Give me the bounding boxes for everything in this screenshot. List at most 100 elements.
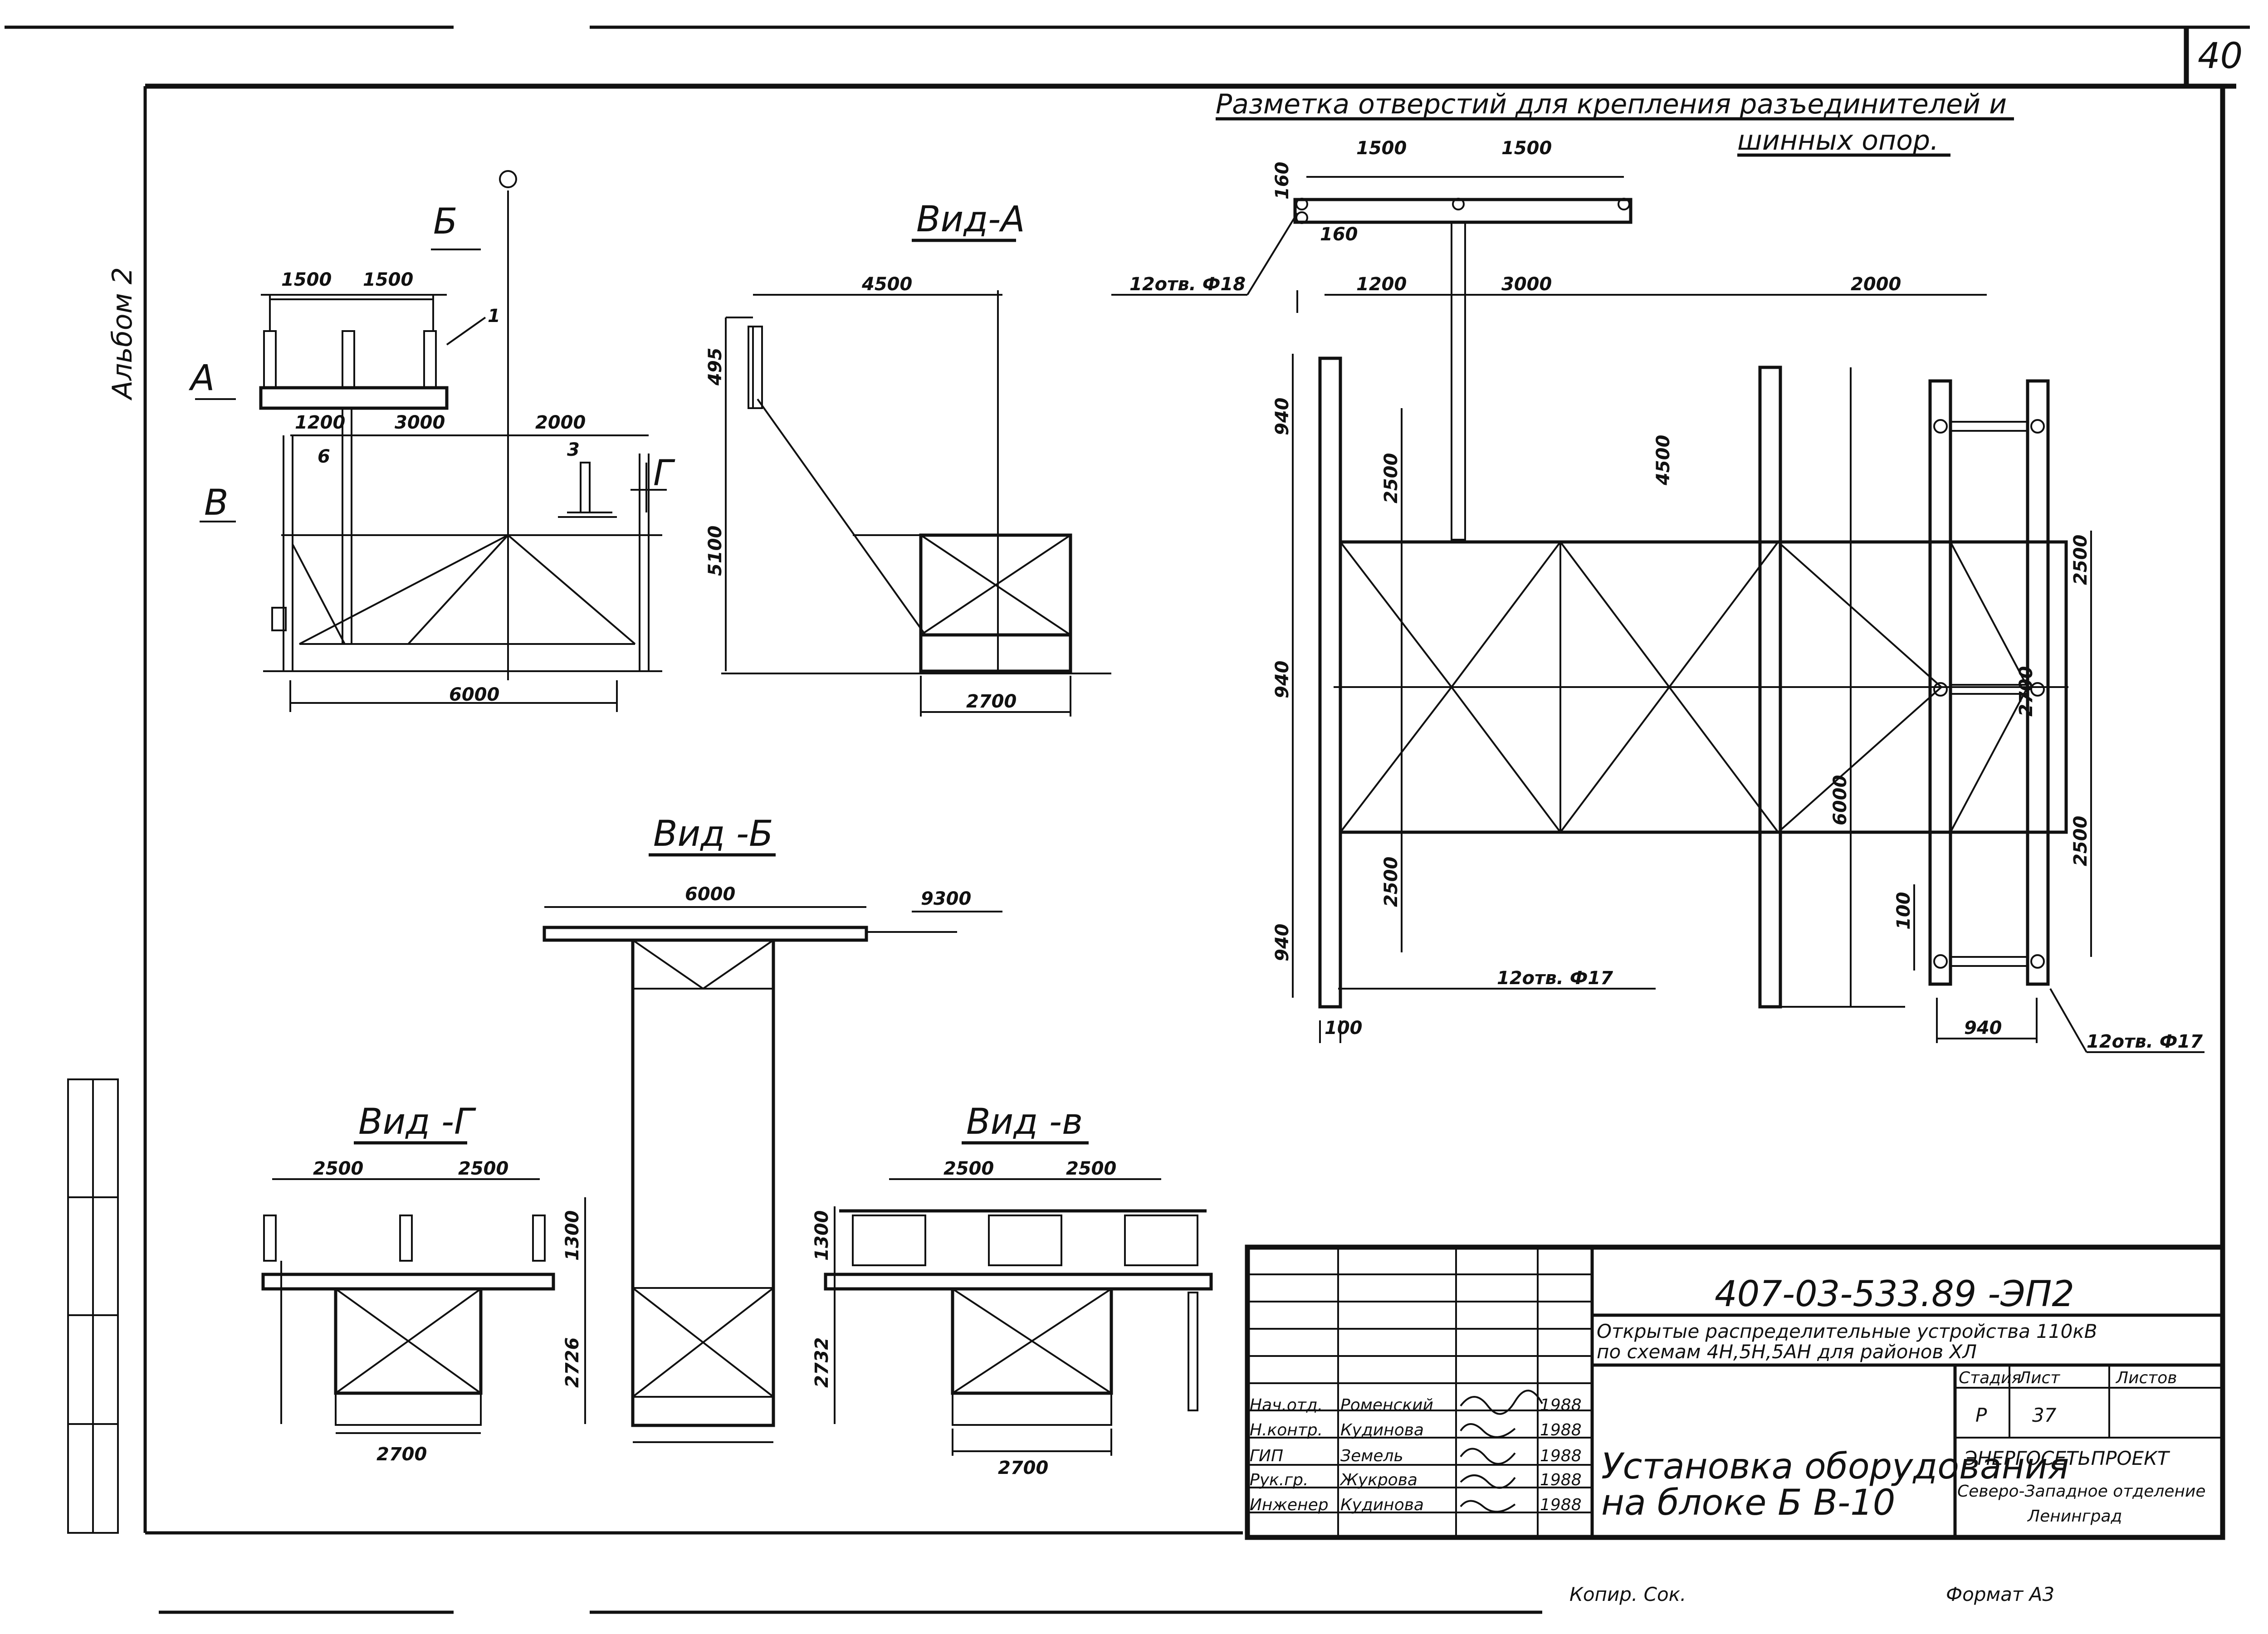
view-v-dim-2700: 2700 [998, 1458, 1048, 1478]
signer-date: 1988 [1540, 1496, 1582, 1514]
stage-value: Р [1975, 1404, 1987, 1426]
holes-dim-160a: 160 [1272, 162, 1293, 200]
side-label: Альбом 2 [107, 267, 138, 401]
sheet-header: Лист [2018, 1369, 2060, 1387]
holes-dim-100a: 100 [1893, 892, 1914, 930]
plan-dim-1500b: 1500 [363, 269, 413, 290]
holes-drawing [1111, 176, 2204, 1053]
holes-dim-2700: 2700 [2016, 666, 2037, 717]
holes-label-17b: 12отв. Ф17 [2087, 1031, 2203, 1052]
view-b-dim-6000: 6000 [685, 884, 735, 905]
holes-dim-940a: 940 [1272, 398, 1293, 436]
holes-dim-2000: 2000 [1851, 274, 1901, 295]
holes-label-17a: 12отв. Ф17 [1497, 968, 1613, 989]
holes-label-18: 12отв. Ф18 [1129, 274, 1246, 295]
view-g-drawing [261, 1178, 586, 1434]
holes-dim-940b: 940 [1272, 661, 1293, 699]
view-v-title: Вид -в [966, 1102, 1083, 1142]
org-line3: Ленинград [2027, 1507, 2122, 1526]
plan-dim-1500a: 1500 [281, 269, 332, 290]
view-a-title: Вид-А [916, 199, 1025, 240]
main-title-line1: Разметка отверстий для крепления разъеди… [1216, 88, 2007, 120]
doc-desc-line2: по схемам 4Н,5Н,5АН для районов ХЛ [1597, 1341, 1977, 1363]
plan-label-1: 1 [488, 306, 500, 327]
sheets-header: Листов [2115, 1369, 2177, 1387]
view-a-dim-2700: 2700 [966, 691, 1017, 712]
view-b-level-9300: 9300 [921, 888, 971, 909]
doc-desc-line1: Открытые распределительные устройства 11… [1597, 1320, 2097, 1342]
holes-dim-940c: 940 [1272, 924, 1293, 962]
holes-dim-2500c: 2500 [2070, 535, 2091, 585]
sheet-frame [5, 25, 2250, 1614]
holes-dim-6000: 6000 [1830, 775, 1851, 825]
plan-dim-3000: 3000 [395, 412, 445, 433]
plan-view [195, 170, 667, 712]
holes-dim-2500a: 2500 [1381, 453, 1402, 503]
signer-name: Роменский [1340, 1396, 1433, 1415]
view-g-dim-1300: 1300 [562, 1210, 583, 1261]
plan-marker-g: Г [653, 453, 675, 494]
view-g-title: Вид -Г [358, 1102, 476, 1142]
holes-dim-4500: 4500 [1653, 435, 1674, 486]
view-a-dim-4500: 4500 [861, 274, 912, 295]
signer-name: Жукрова [1339, 1471, 1418, 1489]
signer-date: 1988 [1540, 1421, 1582, 1439]
holes-dim-1500a: 1500 [1356, 138, 1407, 159]
signer-role: Н.контр. [1250, 1421, 1323, 1439]
stage-header: Стадия [1959, 1369, 2021, 1387]
plan-label-6: 6 [318, 446, 330, 467]
view-g-dim-2500a: 2500 [313, 1158, 363, 1179]
holes-dim-940d: 940 [1964, 1018, 2002, 1039]
signer-date: 1988 [1540, 1447, 1582, 1465]
holes-dim-2500d: 2500 [2070, 816, 2091, 866]
holes-dim-100b: 100 [1325, 1018, 1363, 1039]
signer-name: Земель [1340, 1447, 1403, 1465]
signer-role: Рук.гр. [1250, 1471, 1308, 1489]
sheet-title-line1: Установка оборудования [1601, 1446, 2069, 1487]
view-v-dim-2500a: 2500 [943, 1158, 994, 1179]
view-v-dim-1300: 1300 [811, 1210, 832, 1261]
plan-dim-6000: 6000 [449, 684, 499, 705]
holes-dim-160b: 160 [1320, 224, 1358, 245]
doc-code: 407-03-533.89 -ЭП2 [1715, 1274, 2074, 1315]
plan-label-3: 3 [567, 439, 580, 460]
title-block [1245, 1244, 2225, 1540]
plan-marker-a: А [188, 358, 215, 399]
holes-dim-1200: 1200 [1356, 274, 1407, 295]
plan-marker-b: Б [433, 201, 458, 242]
page-number: 40 [2198, 36, 2243, 77]
view-a-dim-5100: 5100 [705, 526, 726, 576]
plan-dim-2000: 2000 [535, 412, 586, 433]
signer-role: Нач.отд. [1250, 1396, 1323, 1415]
view-g-dim-2700: 2700 [376, 1444, 427, 1465]
view-b-title: Вид -Б [653, 814, 773, 854]
plan-dim-1200: 1200 [295, 412, 345, 433]
signer-role: ГИП [1250, 1447, 1283, 1465]
signer-name: Кудинова [1340, 1421, 1424, 1439]
view-v-dim-2500b: 2500 [1066, 1158, 1116, 1179]
org-line1: ЭНЕРГОСЕТЬПРОЕКТ [1964, 1447, 2170, 1469]
holes-dim-2500b: 2500 [1381, 857, 1402, 907]
view-b-drawing [543, 906, 1002, 1443]
view-a-drawing [721, 290, 1111, 717]
margin-stamp [67, 1078, 119, 1534]
footer-format: Формат А3 [1946, 1583, 2054, 1605]
signer-role: Инженер [1250, 1496, 1329, 1514]
signer-date: 1988 [1540, 1471, 1582, 1489]
main-title-line2: шинных опор. [1737, 125, 1939, 156]
plan-marker-v: В [204, 483, 229, 523]
org-line2: Северо-Западное отделение [1957, 1482, 2206, 1501]
signer-name: Кудинова [1340, 1496, 1424, 1514]
view-v-dim-2732: 2732 [811, 1337, 832, 1388]
view-g-dim-2500b: 2500 [458, 1158, 508, 1179]
sheet-value: 37 [2032, 1404, 2057, 1426]
signatures [1460, 1390, 1543, 1513]
signer-date: 1988 [1540, 1396, 1582, 1415]
holes-dim-1500b: 1500 [1501, 138, 1552, 159]
view-a-dim-495: 495 [705, 348, 726, 386]
view-g-dim-2726: 2726 [562, 1337, 583, 1388]
holes-dim-3000: 3000 [1501, 274, 1552, 295]
footer-copied: Копир. Сок. [1569, 1583, 1686, 1605]
view-v-drawing [824, 1178, 1213, 1456]
